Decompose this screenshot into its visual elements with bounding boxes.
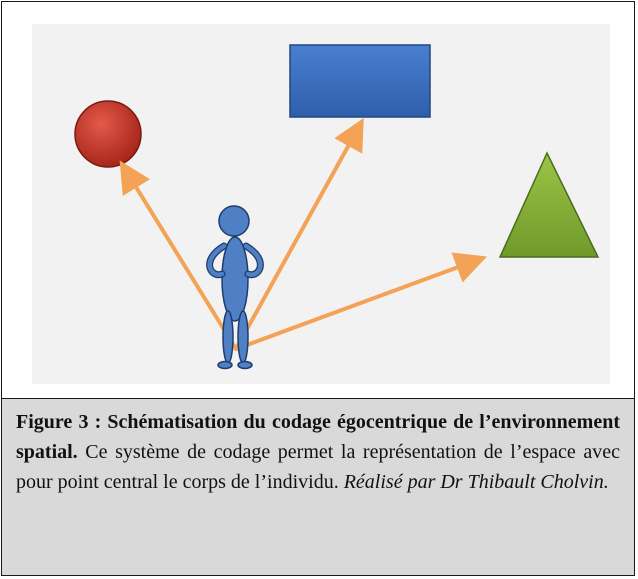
person-figure — [206, 205, 264, 370]
arrow-to-rectangle — [234, 117, 364, 351]
diagram-area — [32, 24, 610, 384]
caption-body: Ce système de codage permet la représent… — [16, 441, 620, 493]
caption-credit: Réalisé par Dr Thibault Cholvin. — [343, 471, 609, 493]
red-circle — [74, 100, 142, 168]
arrow-to-circle — [119, 160, 238, 351]
green-triangle — [498, 151, 600, 258]
caption-title: Figure 3 : Schématisation du codage égoc… — [16, 411, 620, 463]
egocentric-diagram — [74, 44, 600, 370]
figure-caption: Figure 3 : Schématisation du codage égoc… — [16, 407, 620, 497]
caption-box: Figure 3 : Schématisation du codage égoc… — [2, 398, 634, 575]
blue-rectangle — [289, 44, 431, 118]
arrow-to-triangle — [234, 252, 488, 351]
